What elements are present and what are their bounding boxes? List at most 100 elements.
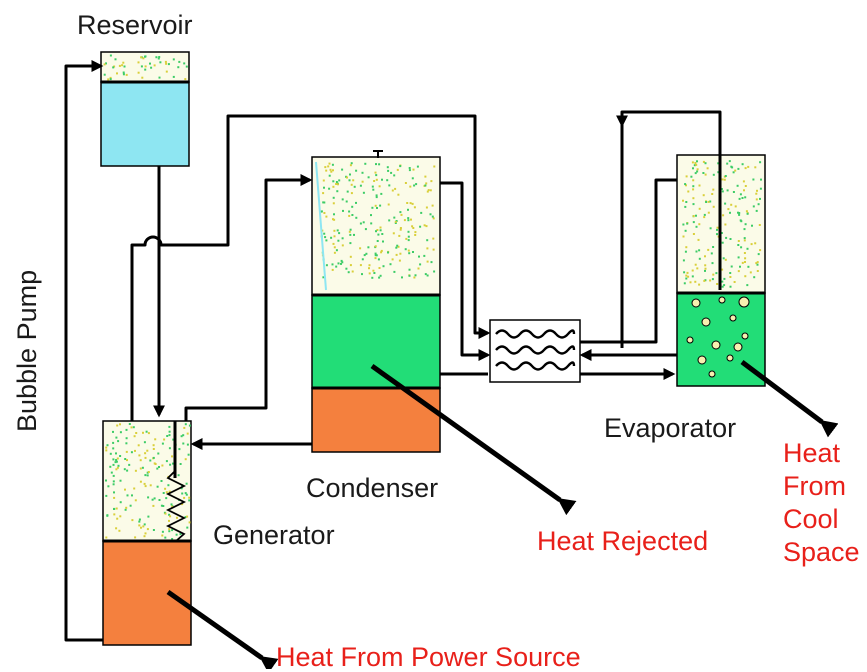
vapor-dot — [380, 249, 383, 252]
vapor-dot — [156, 485, 159, 488]
vapor-dot — [322, 201, 325, 204]
vapor-dot — [412, 251, 414, 253]
vapor-dot — [381, 178, 383, 181]
vapor-dot — [348, 210, 351, 213]
vapor-dot — [144, 68, 147, 71]
vapor-dot — [759, 161, 762, 164]
vapor-dot — [336, 229, 339, 232]
vapor-dot — [169, 515, 172, 518]
vapor-dot — [327, 165, 330, 168]
vapor-dot — [353, 185, 356, 188]
vapor-dot — [395, 246, 398, 249]
vapor-dot — [147, 471, 150, 473]
vapor-dot — [741, 163, 744, 166]
vapor-dot — [758, 224, 761, 226]
vapor-dot — [160, 480, 163, 482]
vapor-dot — [152, 444, 155, 447]
vapor-dot — [186, 432, 189, 435]
vapor-dot — [386, 166, 389, 169]
vapor-dot — [752, 178, 755, 181]
vapor-dot — [694, 172, 697, 175]
vapor-dot — [737, 167, 740, 170]
vapor-dot — [119, 431, 122, 434]
vapor-dot — [115, 507, 118, 510]
vapor-dot — [739, 193, 742, 196]
vapor-dot — [139, 467, 142, 470]
vapor-dot — [694, 263, 697, 266]
vapor-dot — [142, 431, 144, 434]
vapor-dot — [184, 516, 187, 519]
vapor-dot — [165, 70, 168, 73]
vapor-dot — [183, 426, 186, 429]
heating-coil — [165, 469, 187, 542]
vapor-dot — [684, 250, 687, 253]
vapor-dot — [172, 75, 175, 78]
vapor-dot — [165, 497, 168, 500]
vapor-dot — [710, 252, 713, 255]
vapor-dot — [396, 244, 399, 247]
vapor-dot — [166, 435, 169, 437]
vapor-dot — [322, 276, 325, 279]
vapor-dot — [131, 519, 134, 522]
vapor-dot — [407, 219, 410, 222]
vapor-dot — [737, 270, 740, 273]
vapor-dot — [115, 452, 117, 455]
vapor-dot — [706, 167, 709, 170]
vapor-dot — [338, 179, 341, 182]
vapor-dot — [126, 494, 129, 497]
vapor-dot — [105, 446, 108, 449]
vapor-dot — [413, 276, 416, 279]
vapor-dot — [412, 168, 415, 171]
vapor-dot — [106, 514, 109, 517]
vapor-dot — [330, 170, 333, 173]
vapor-dot — [349, 164, 352, 167]
vapor-dot — [342, 209, 344, 212]
vapor-dot — [395, 253, 398, 256]
vapor-dot — [426, 247, 429, 250]
vapor-dot — [350, 162, 353, 165]
vapor-dot — [114, 461, 117, 464]
vapor-dot — [399, 228, 402, 231]
vapor-dot — [728, 160, 731, 163]
vapor-dot — [744, 167, 747, 170]
vapor-dot — [716, 226, 719, 229]
vapor-dot — [331, 268, 334, 271]
vapor-dot — [171, 529, 174, 532]
vapor-dot — [105, 449, 108, 452]
vapor-dot — [759, 187, 762, 190]
vapor-dot — [365, 252, 368, 255]
vapor-dot — [355, 201, 357, 204]
vapor-dot — [424, 273, 427, 276]
vapor-dot — [418, 255, 420, 258]
vapor-dot — [332, 185, 335, 188]
vapor-dot — [335, 181, 338, 183]
vapor-dot — [425, 206, 428, 209]
vapor-dot — [131, 494, 133, 497]
vapor-dot — [683, 271, 686, 274]
vapor-dot — [424, 175, 427, 178]
vapor-dot — [144, 532, 147, 535]
vapor-dot — [741, 197, 744, 199]
vapor-dot — [734, 205, 737, 208]
vapor-dot — [692, 188, 695, 191]
reservoir-vapor — [103, 54, 188, 81]
vapor-dot — [328, 162, 331, 165]
vapor-dot — [113, 491, 115, 494]
vapor-dot — [691, 275, 694, 278]
vapor-dot — [692, 185, 695, 188]
vapor-dot — [370, 222, 373, 225]
vapor-dot — [161, 464, 164, 467]
vapor-dot — [359, 247, 362, 250]
vapor-dot — [744, 275, 747, 278]
vapor-dot — [168, 519, 170, 522]
vapor-dot — [152, 529, 155, 531]
vapor-dot — [348, 179, 351, 182]
vapor-dot — [378, 276, 381, 279]
vapor-dot — [729, 238, 732, 240]
vapor-dot — [408, 274, 411, 277]
vapor-dot — [711, 193, 714, 195]
vapor-dot — [150, 66, 153, 69]
vapor-dot — [374, 257, 377, 260]
vapor-dot — [740, 246, 743, 249]
vapor-dot — [168, 530, 171, 533]
